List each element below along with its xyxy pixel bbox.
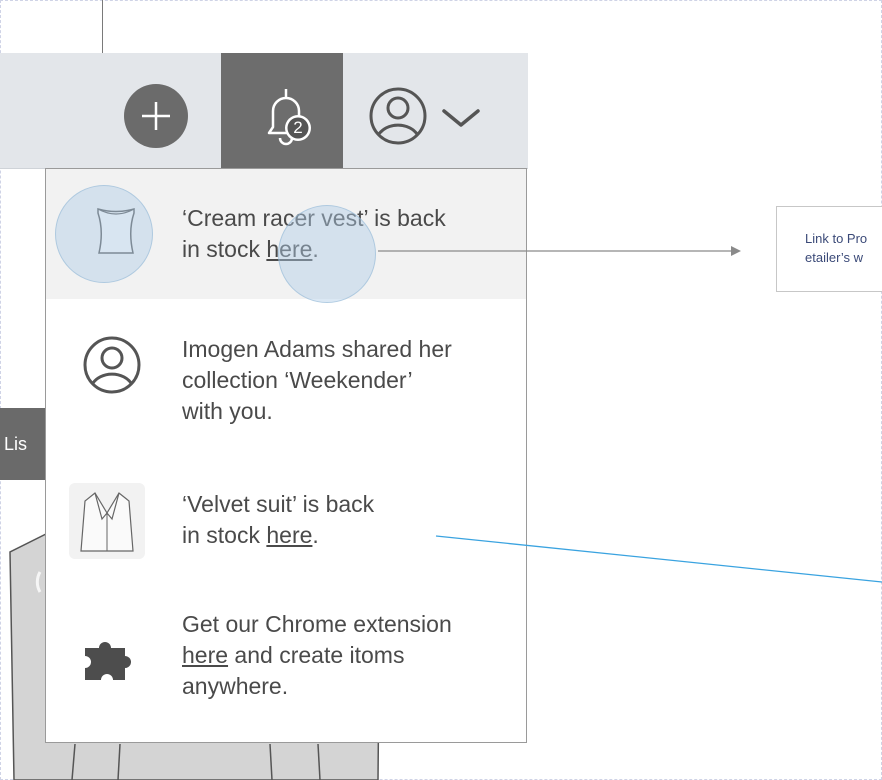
suit-thumbnail [69,483,145,559]
list-view-label: Lis [4,434,28,454]
tap-marker-thumbnail [55,185,153,283]
notification-line: Imogen Adams shared her [182,336,452,362]
notification-text-part: . [312,522,319,548]
notification-line: here and create itoms [182,640,452,671]
here-link[interactable]: here [266,522,313,548]
here-link[interactable]: here [182,642,229,668]
notification-line: in stock here. [182,520,374,551]
notification-text: ‘Velvet suit’ is back in stock here. [182,489,374,551]
notification-text: Get our Chrome extension here and create… [182,609,452,702]
notification-item-shared-collection[interactable]: Imogen Adams shared her collection ‘Week… [46,299,526,455]
chevron-down-icon [442,109,480,127]
annotation-line: Link to Pro [805,231,868,246]
notification-text-part: and create itoms [228,642,405,668]
notification-text-part: in stock [182,236,267,262]
user-avatar-icon [369,87,427,145]
user-avatar-icon [83,336,141,394]
profile-menu-button[interactable] [364,80,489,152]
annotation-text: Link to Pro etailer’s w [805,229,867,267]
notification-line: Get our Chrome extension [182,611,452,637]
notification-item-chrome-extension[interactable]: Get our Chrome extension here and create… [46,593,526,743]
plus-icon [142,102,170,130]
puzzle-piece-icon [85,642,131,680]
notification-line: ‘Velvet suit’ is back [182,491,375,517]
suit-jacket-icon [80,492,134,552]
bell-icon [267,89,311,146]
notification-text: Imogen Adams shared her collection ‘Week… [182,334,452,427]
tap-marker-link [278,205,376,303]
annotation-line: etailer’s w [805,250,864,265]
notification-line: anywhere. [182,673,289,699]
notification-line: with you. [182,398,273,424]
notification-item-velvet-suit[interactable]: ‘Velvet suit’ is back in stock here. [46,455,526,593]
notification-text-part: in stock [182,522,267,548]
notification-count-badge: 2 [293,118,303,137]
notification-line: collection ‘Weekender’ [182,367,413,393]
list-view-button[interactable]: Lis [0,408,46,480]
notifications-button[interactable]: 2 [221,53,343,169]
add-button[interactable] [124,84,188,148]
annotation-note: Link to Pro etailer’s w [776,206,882,292]
